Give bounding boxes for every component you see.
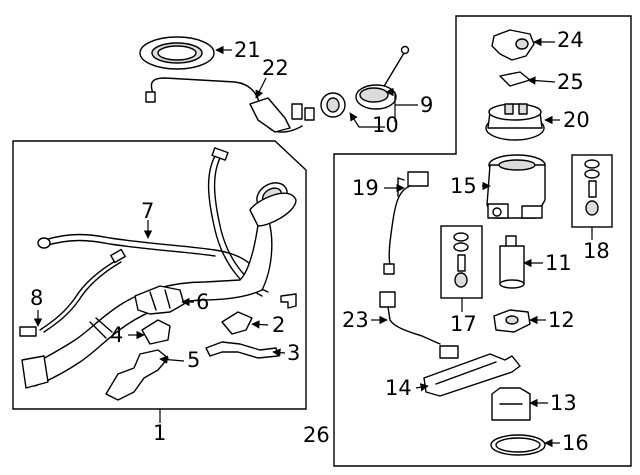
- leader-lines: [33, 37, 593, 448]
- callout-14: 14: [385, 376, 412, 400]
- callout-12: 12: [548, 308, 575, 332]
- callout-9: 9: [420, 93, 434, 117]
- callout-3: 3: [287, 341, 301, 365]
- callout-5: 5: [187, 348, 201, 372]
- callout-25: 25: [557, 70, 584, 94]
- part-9-fuel-cap: [355, 45, 410, 110]
- part-20-pump-ring: [485, 103, 545, 141]
- callout-11: 11: [545, 251, 572, 275]
- part-13-bracket: [491, 387, 531, 421]
- part-10-grommet: [320, 92, 346, 118]
- part-7-vent-tube: [37, 147, 269, 297]
- callout-23: 23: [342, 308, 369, 332]
- part-2-clip: [221, 311, 253, 335]
- callout-24: 24: [557, 28, 584, 52]
- callout-7: 7: [141, 199, 155, 223]
- part-19-sensor-lead: [383, 171, 429, 275]
- pump-assembly-frame: [333, 15, 632, 467]
- callout-15: 15: [450, 174, 477, 198]
- callout-10: 10: [372, 113, 399, 137]
- callout-4: 4: [110, 323, 124, 347]
- callout-19: 19: [352, 176, 379, 200]
- part-21-seal-ring: [139, 36, 215, 70]
- callout-2: 2: [272, 313, 286, 337]
- part-11-pump-motor: [499, 235, 525, 289]
- part-14-filter: [423, 353, 521, 397]
- callout-6: 6: [196, 290, 210, 314]
- callout-26: 26: [303, 423, 330, 447]
- part-12-retainer: [493, 309, 531, 333]
- part-22-harness: [145, 77, 315, 133]
- part-24-cover: [491, 29, 535, 61]
- callout-21: 21: [234, 38, 261, 62]
- small-bracket: [280, 293, 297, 309]
- part-8-vent-hose: [19, 248, 126, 337]
- part-18-seal-kit: [571, 154, 613, 228]
- part-5-bracket: [105, 349, 169, 401]
- callout-17: 17: [450, 312, 477, 336]
- part-16-o-ring: [490, 434, 546, 456]
- callout-8: 8: [30, 286, 44, 310]
- part-4-bracket: [141, 319, 171, 345]
- part-23-harness: [379, 291, 459, 359]
- part-3-strap: [205, 341, 279, 359]
- part-6-bracket: [134, 285, 185, 315]
- callout-22: 22: [262, 56, 289, 80]
- part-17-seal-kit: [440, 225, 483, 299]
- filler-assembly-frame: [12, 140, 307, 410]
- callout-20: 20: [563, 108, 590, 132]
- callout-16: 16: [562, 431, 589, 455]
- part-15-pump-module: [486, 154, 546, 219]
- callout-1: 1: [153, 421, 167, 445]
- callout-13: 13: [550, 391, 577, 415]
- callout-18: 18: [583, 239, 610, 263]
- part-25-clip: [499, 71, 531, 87]
